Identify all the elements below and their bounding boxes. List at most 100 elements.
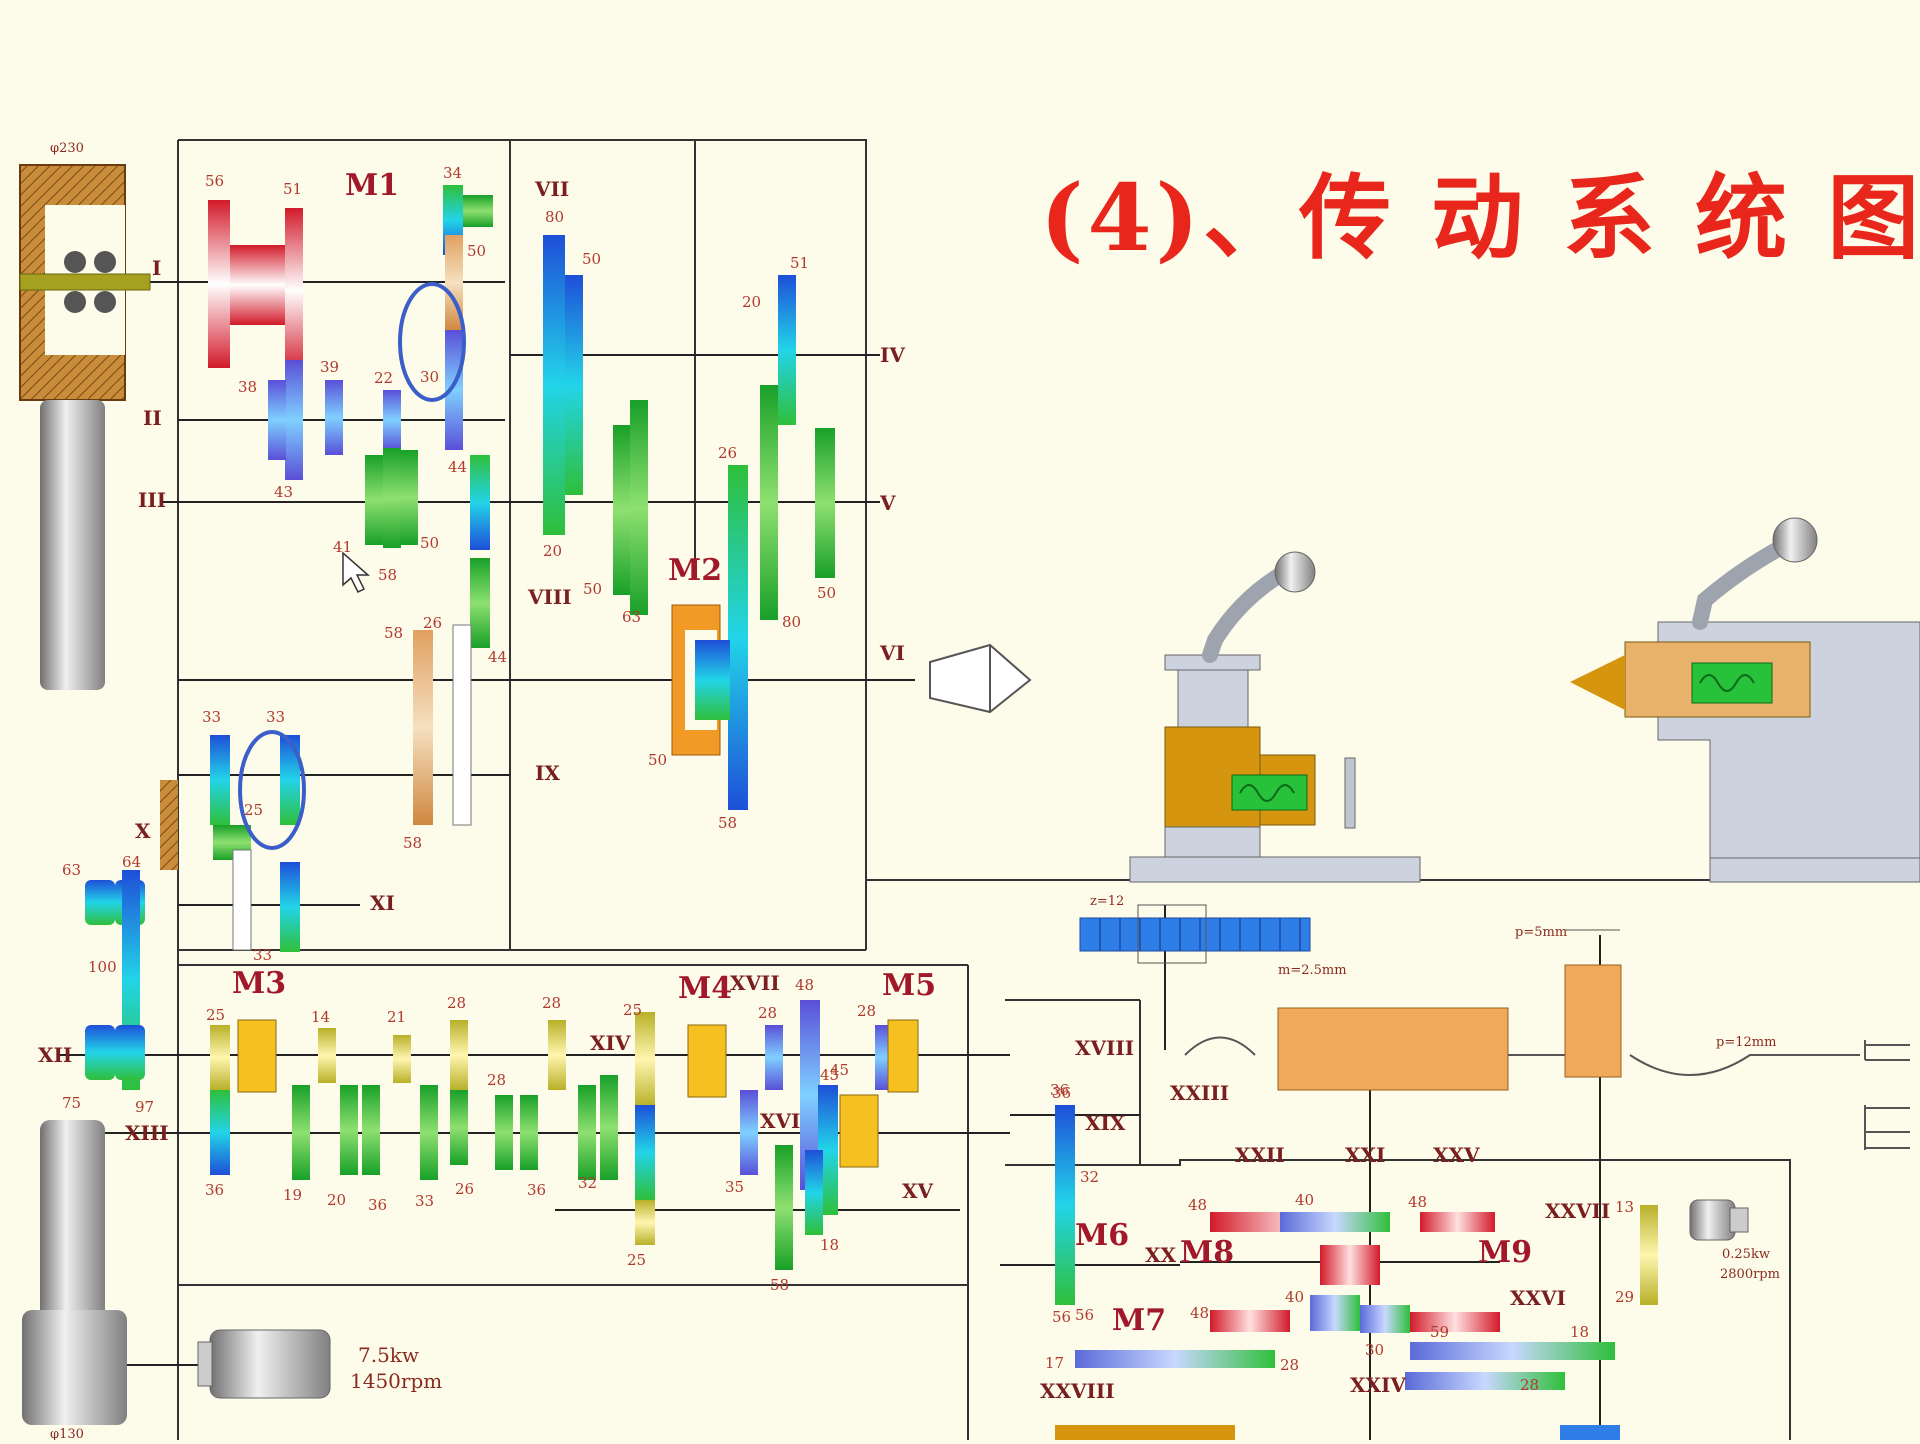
gear-label: 36 [368, 1196, 387, 1214]
gear-label: 28 [758, 1004, 777, 1022]
gear-label: 14 [311, 1008, 330, 1026]
page-title: (4)、传 动 系 统 图 [1040, 164, 1920, 272]
change-gear-train [85, 780, 178, 1090]
clutch-label-m9: M9 [1478, 1235, 1532, 1270]
gear-label: 28 [487, 1071, 506, 1089]
gear-labels: 56 51 34 50 80 50 51 20 38 39 22 30 44 4… [62, 164, 1634, 1394]
main-motor-power: 7.5kw [358, 1343, 419, 1367]
gear-label: 50 [582, 250, 601, 268]
gear-label: 33 [202, 708, 221, 726]
feed-screw-pitch: p=12mm [1716, 1035, 1776, 1050]
clutch-m2-body [671, 604, 730, 756]
clutch-label-m4: M4 [678, 971, 732, 1006]
gear-label: 28 [447, 994, 466, 1012]
shaft-label: XXVI [1510, 1286, 1566, 1310]
shaft-label: XX [1145, 1243, 1177, 1267]
gear-label: 32 [578, 1174, 597, 1192]
gear-label: 50 [420, 534, 439, 552]
gear-label: 36 [205, 1181, 224, 1199]
clutch-label-m2: M2 [668, 553, 722, 588]
gear-label: 75 [62, 1094, 81, 1112]
rack [1079, 904, 1311, 964]
gear-label: 28 [1280, 1356, 1299, 1374]
tool-post [1129, 551, 1421, 883]
gear-label: 25 [627, 1251, 646, 1269]
gear-label: 80 [545, 208, 564, 226]
pulley-bottom [22, 1310, 127, 1425]
gear-label: 51 [790, 254, 809, 272]
gear-label: 38 [238, 378, 257, 396]
gear-label: 51 [283, 180, 302, 198]
gear-label: 25 [244, 801, 263, 819]
gear-label: 29 [1615, 1288, 1634, 1306]
shaft-label: X [135, 819, 151, 843]
gear-label: 18 [820, 1236, 839, 1254]
gear-label: 13 [1615, 1198, 1634, 1216]
gear-label: 19 [283, 1186, 302, 1204]
gear-label: 59 [1430, 1323, 1449, 1341]
gear-label: 58 [403, 834, 422, 852]
gear-label: 34 [443, 164, 462, 182]
gear-label: 32 [1080, 1168, 1099, 1186]
shaft-label: XII [38, 1043, 72, 1067]
shaft-label: V [879, 491, 896, 515]
clutch-label-m3: M3 [232, 966, 286, 1001]
gear-label: 43 [274, 483, 293, 501]
gear-label: 48 [1190, 1304, 1209, 1322]
shaft-label: VIII [527, 585, 572, 609]
gear-label: 26 [455, 1180, 474, 1198]
feed-clutches [237, 1019, 919, 1168]
headstock-gears [208, 185, 835, 952]
gear-label: 58 [718, 814, 737, 832]
gear-label: 97 [135, 1098, 154, 1116]
shaft-label: XIV [590, 1031, 631, 1055]
gear-label: 33 [266, 708, 285, 726]
shaft-label: XXIV [1350, 1373, 1406, 1397]
tailstock [1570, 517, 1920, 883]
gear-label: 26 [423, 614, 442, 632]
gear-label: 28 [1520, 1376, 1539, 1394]
gear-label: 48 [1408, 1193, 1427, 1211]
shaft-label: XVIII [1075, 1036, 1134, 1060]
shaft-label: XIII [125, 1121, 169, 1145]
shaft-label: XXIII [1170, 1081, 1229, 1105]
gear-label: 100 [88, 958, 117, 976]
gear-label: 25 [206, 1006, 225, 1024]
shaft-label: XXV [1433, 1143, 1480, 1167]
gear-label: 18 [1570, 1323, 1589, 1341]
highlight-circle-lower [238, 730, 306, 850]
gear-label: 45 [830, 1061, 849, 1079]
gear-label: 56 [1052, 1308, 1071, 1326]
clutch-label-m7: M7 [1112, 1303, 1166, 1338]
lead-screw [1184, 929, 1860, 1091]
clutch-label-m5: M5 [882, 968, 936, 1003]
gear-label: 17 [1045, 1354, 1064, 1372]
gear-label: 33 [253, 946, 272, 964]
shaft-label: XXVII [1545, 1199, 1610, 1223]
pulley-top [19, 164, 151, 401]
gear-label: 36 [1050, 1081, 1069, 1099]
main-motor [197, 1329, 331, 1399]
lead-screw-pitch: p=5mm [1515, 925, 1567, 940]
gear-label: 30 [420, 368, 439, 386]
gear-label: 30 [1365, 1341, 1384, 1359]
gear-label: 56 [1075, 1306, 1094, 1324]
gear-label: 36 [527, 1181, 546, 1199]
gear-label: 50 [467, 242, 486, 260]
gear-label: 41 [333, 538, 352, 556]
gear-label: 48 [1188, 1196, 1207, 1214]
aux-motor-speed: 2800rpm [1720, 1267, 1780, 1282]
shaft-label: XVII [730, 971, 780, 995]
shaft-label: XIX [1085, 1111, 1126, 1135]
shaft-label: VII [534, 177, 569, 201]
gear-label: 80 [782, 613, 801, 631]
shaft-label: IV [880, 343, 905, 367]
gear-label: 40 [1295, 1191, 1314, 1209]
gear-label: 58 [378, 566, 397, 584]
shaft-label: XXII [1235, 1143, 1285, 1167]
pulley-top-diameter: φ230 [50, 141, 84, 156]
gear-label: 50 [648, 751, 667, 769]
shaft-label: XV [902, 1179, 934, 1203]
highlight-circle-upper [398, 282, 466, 402]
